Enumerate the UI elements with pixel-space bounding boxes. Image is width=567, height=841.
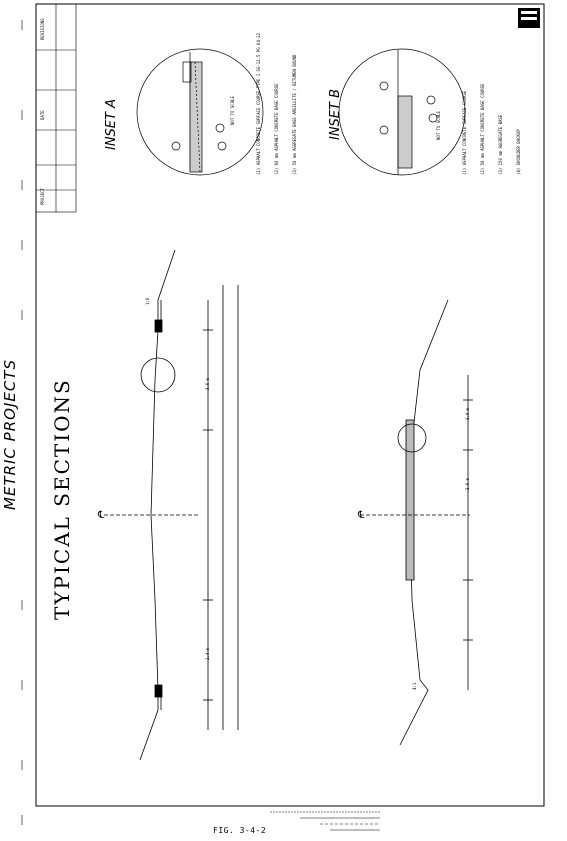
inset-a-label: INSET A [104, 99, 119, 150]
dim-pavement-lower: 3.6 m [465, 477, 470, 490]
dim-lane-lower: 3.0 m [465, 407, 470, 420]
upper-section [104, 249, 239, 761]
note-a-2: (2) 60 mm ASPHALT CONCRETE BASE COURSE [274, 83, 279, 175]
titleblock-rev: REVISIONS [40, 18, 45, 40]
inset-b-scale: NOT TO SCALE [436, 111, 441, 140]
lower-section [360, 299, 473, 746]
note-b-4: (4) SHOULDER BACKUP [516, 129, 521, 175]
centerline-upper-symbol: ℄ [98, 510, 105, 521]
legend-lines [270, 805, 380, 831]
slope-lower: 4:1 [412, 682, 417, 690]
inset-a-scale: NOT TO SCALE [230, 96, 235, 125]
dim-shoulder-upper: 2.4 m [205, 647, 210, 660]
title-block [35, 3, 77, 213]
note-a-1: (1) ASPHALT CONCRETE SURFACE COURSE TYPE… [256, 32, 261, 175]
side-title: METRIC PROJECTS [1, 358, 19, 510]
inset-b-label: INSET B [328, 88, 343, 140]
inset-a-detail [136, 48, 264, 176]
centerline-lower-symbol: ℄ [358, 510, 365, 521]
note-a-3: (3) 50 mm AGGREGATE BASE ARGILLITE / BIT… [292, 54, 297, 175]
titleblock-project: PROJECT [40, 188, 45, 205]
note-b-2: (2) 50 mm ASPHALT CONCRETE BASE COURSE [480, 83, 485, 175]
dim-pavement-upper: 3.6 m [205, 377, 210, 390]
titleblock-date: DATE [40, 110, 45, 120]
inset-b-detail [338, 48, 466, 176]
note-b-1: (1) ASPHALT CONCRETE SURFACE COURSE [462, 90, 467, 175]
note-b-3: (3) 150 mm AGGREGATE BASE [498, 114, 503, 175]
figure-label: FIG. 3-4-2 [213, 826, 267, 835]
slope-upper: 1:6 [145, 297, 150, 305]
main-title: TYPICAL SECTIONS [50, 378, 74, 620]
